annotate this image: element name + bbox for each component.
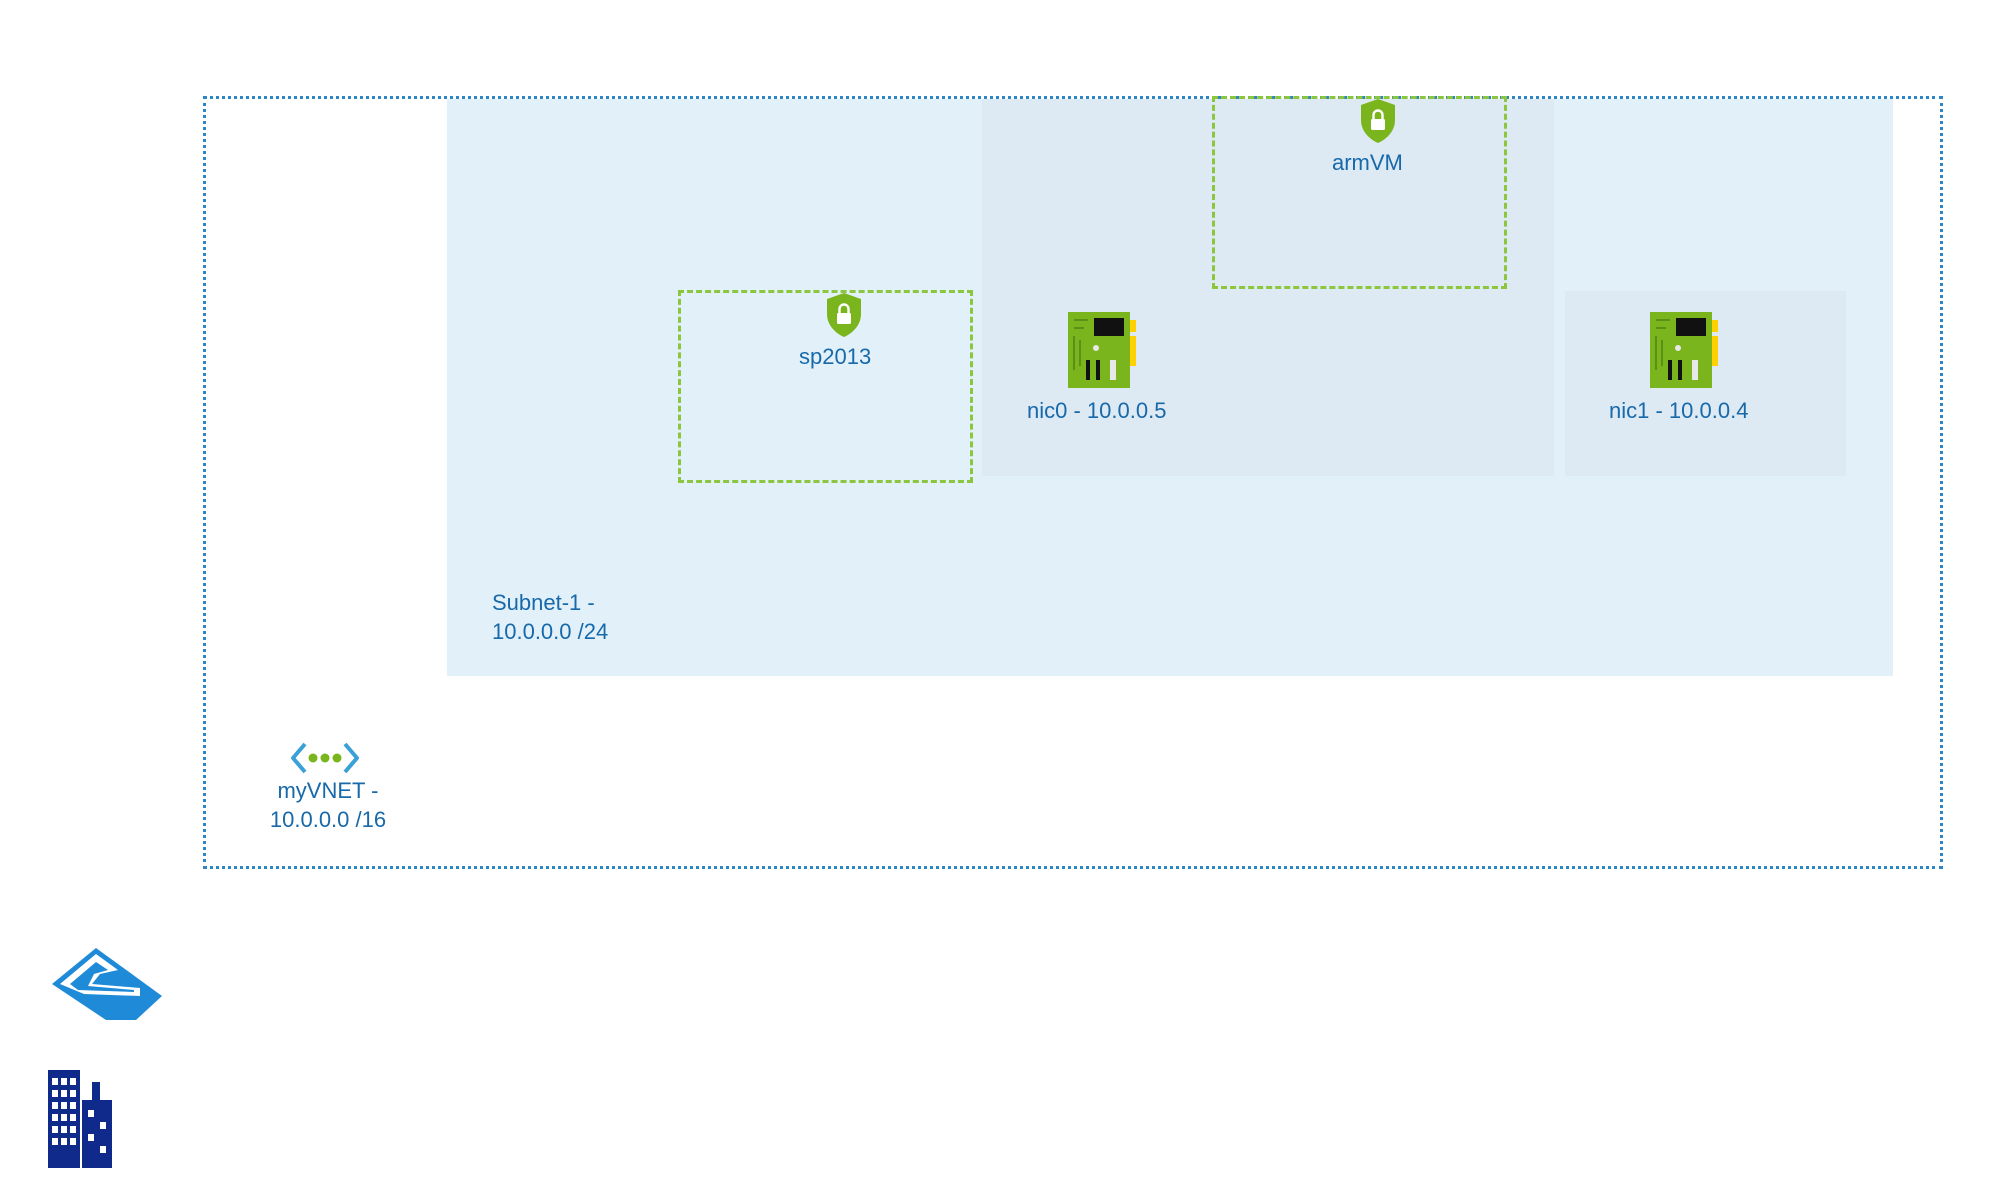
subnet-label: Subnet-1 - 10.0.0.0 /24	[492, 588, 608, 646]
nsg-label-sp2013: sp2013	[799, 344, 872, 369]
vnet-peering-icon	[52, 948, 162, 1020]
vnet-label: myVNET - 10.0.0.0 /16	[264, 776, 392, 834]
nic-label-1: nic1 - 10.0.0.4	[1609, 398, 1749, 423]
virtual-network-icon	[291, 742, 359, 774]
nsg-box-sp2013	[678, 290, 973, 483]
subnet-label-line2: 10.0.0.0 /24	[492, 619, 609, 644]
vnet-label-line1: myVNET -	[277, 778, 379, 803]
nic-label-0: nic0 - 10.0.0.5	[1027, 398, 1167, 423]
nsg-box-armvm	[1212, 96, 1507, 289]
subnet-label-line1: Subnet-1 -	[492, 590, 595, 615]
building-icon	[48, 1070, 112, 1168]
network-interface-icon	[1068, 312, 1136, 388]
vnet-boundary	[203, 96, 1943, 869]
shield-lock-icon	[1361, 99, 1395, 143]
shield-lock-icon	[827, 293, 861, 337]
network-interface-icon	[1650, 312, 1718, 388]
vnet-label-line2: 10.0.0.0 /16	[269, 807, 387, 832]
nsg-label-armvm: armVM	[1332, 150, 1403, 175]
